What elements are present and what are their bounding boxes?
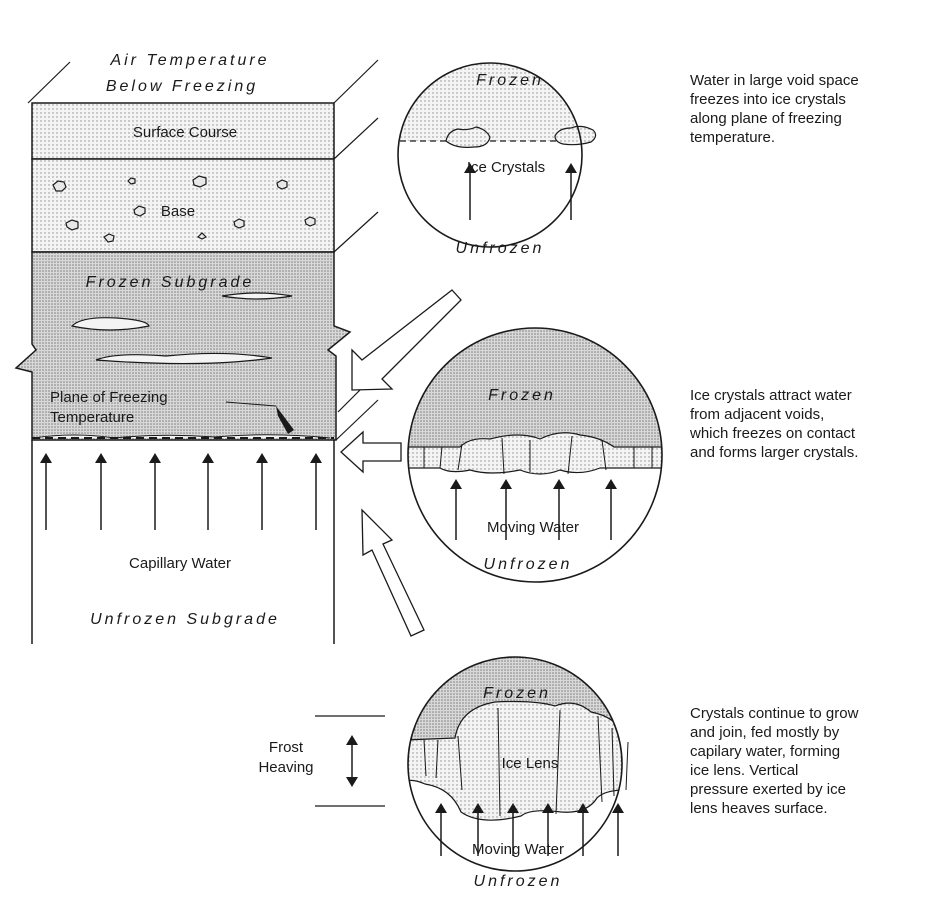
stage-arrows (340, 289, 462, 637)
frost-heaving-label-2: Heaving (258, 759, 313, 776)
hollow-arrow-icon (351, 289, 462, 391)
break-line (335, 399, 379, 441)
unfrozen-label: Unfrozen (484, 556, 573, 573)
upward-arrows (450, 479, 617, 540)
capillary-water-label: Capillary Water (129, 555, 231, 572)
detail-circle (397, 62, 583, 248)
stage-3-caption: Crystals continue to grow and join, fed … (690, 705, 859, 817)
lens-divisions (423, 707, 629, 817)
unfrozen-label: Unfrozen (474, 873, 563, 890)
surface-course-layer (31, 102, 335, 160)
detail-circle (407, 327, 663, 583)
hollow-arrow-icon (361, 508, 425, 637)
base-layer (31, 158, 335, 253)
plane-of-freezing-label-2: Temperature (50, 409, 134, 426)
break-line (333, 59, 379, 104)
pavement-column: Air Temperature Below Freezing Surface C… (14, 52, 379, 644)
plane-leader-line (225, 401, 277, 407)
plane-leader-arrow (276, 406, 294, 434)
stage-3-detail: Frozen Ice Lens Moving Water Unfrozen Fr… (258, 656, 629, 890)
frozen-label: Frozen (483, 685, 551, 702)
frozen-label: Frozen (476, 72, 544, 89)
capillary-arrows (40, 453, 322, 530)
frost-heaving-label-1: Frost (269, 739, 304, 756)
frozen-label: Frozen (488, 387, 556, 404)
moving-water-label: Moving Water (487, 519, 579, 536)
unfrozen-label: Unfrozen (456, 240, 545, 257)
break-line (27, 61, 71, 104)
plane-of-freezing-label-1: Plane of Freezing (50, 389, 168, 406)
base-label: Base (161, 203, 195, 220)
stage-1-caption: Water in large void space freezes into i… (690, 72, 859, 146)
stage-1-detail: Frozen Ice Crystals Unfrozen (397, 62, 597, 257)
hollow-arrow-icon (340, 430, 402, 474)
base-aggregate (52, 175, 316, 243)
ice-lens-shape (408, 700, 622, 821)
frozen-subgrade-label: Frozen Subgrade (86, 274, 255, 291)
ice-lenses (70, 292, 293, 365)
air-temperature-label-1: Air Temperature (109, 52, 269, 69)
break-line (333, 211, 379, 253)
moving-water-label: Moving Water (472, 841, 564, 858)
break-line (333, 117, 379, 160)
upward-arrows (464, 163, 577, 220)
stage-2-caption: Ice crystals attract water from adjacent… (690, 387, 859, 461)
unfrozen-subgrade-label: Unfrozen Subgrade (90, 611, 280, 628)
detail-circle (407, 656, 623, 872)
stage-2-detail: Frozen Moving Water Unfrozen (407, 327, 663, 583)
ice-lens-label: Ice Lens (502, 755, 559, 772)
upward-arrows (435, 803, 624, 856)
air-temperature-label-2: Below Freezing (106, 78, 258, 95)
crystal-divisions (423, 435, 653, 475)
ice-crystals-label: Ice Crystals (467, 159, 545, 176)
surface-course-label: Surface Course (133, 124, 237, 141)
ice-crystals (445, 125, 597, 148)
frost-heaving-dimension (315, 715, 385, 807)
